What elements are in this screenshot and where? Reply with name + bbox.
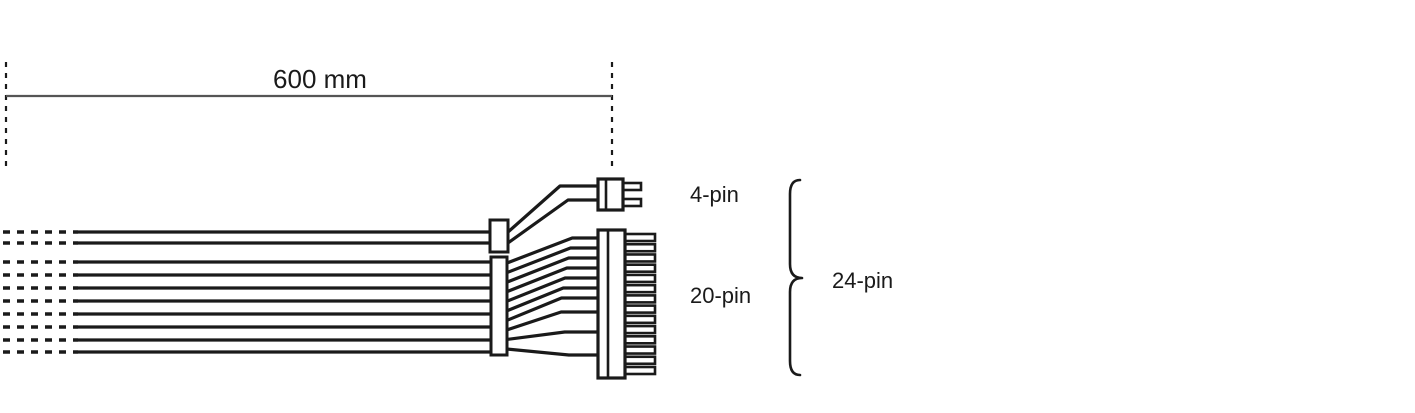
fanout-wire-lower (506, 310, 598, 332)
sleeve-upper (488, 218, 510, 254)
connector-pin (623, 294, 657, 304)
connector-body (596, 228, 627, 380)
connector-pin (623, 335, 657, 345)
connector-pin (621, 197, 643, 208)
connector-pin (623, 365, 657, 376)
dimension-extension-lines (4, 62, 614, 170)
dimension-label: 600 mm (273, 64, 367, 94)
fanout-wire-lower (506, 330, 598, 342)
connector-pin (621, 181, 643, 192)
fanout-wire-lower (506, 276, 598, 303)
fanout-layer (506, 184, 598, 357)
wires-layer (3, 230, 491, 354)
fanout-wire-lower (506, 296, 598, 322)
fanout-wire-upper (506, 184, 598, 234)
fanout-wire-lower (506, 236, 598, 265)
connector-pin (623, 355, 657, 366)
connector-pin (623, 304, 657, 314)
connector-20-pin (596, 228, 657, 380)
connector-pin (623, 253, 657, 263)
label-4-pin: 4-pin (690, 182, 739, 207)
fanout-wire-lower (506, 256, 598, 284)
label-20-pin: 20-pin (690, 283, 751, 308)
label-24-pin: 24-pin (832, 268, 893, 293)
fanout-wire-lower (506, 347, 598, 357)
connector-pin (623, 324, 657, 335)
connector-pin (623, 314, 657, 325)
connector-pin (623, 283, 657, 294)
connector-pin (623, 273, 657, 284)
connector-pin (623, 232, 657, 243)
fanout-wire-lower (506, 266, 598, 294)
fanout-wire-upper (507, 198, 598, 245)
grouping-brace (788, 178, 804, 377)
connector-4-pin (596, 177, 643, 212)
connector-body (596, 177, 625, 212)
connector-pin (623, 242, 657, 253)
connector-pin (623, 263, 657, 273)
connectors-layer (596, 177, 657, 380)
connector-pin (623, 345, 657, 355)
sleeve-lower (489, 255, 509, 357)
sleeves-layer (488, 218, 510, 357)
fanout-wire-lower (506, 246, 598, 275)
fanout-wire-lower (506, 286, 598, 313)
